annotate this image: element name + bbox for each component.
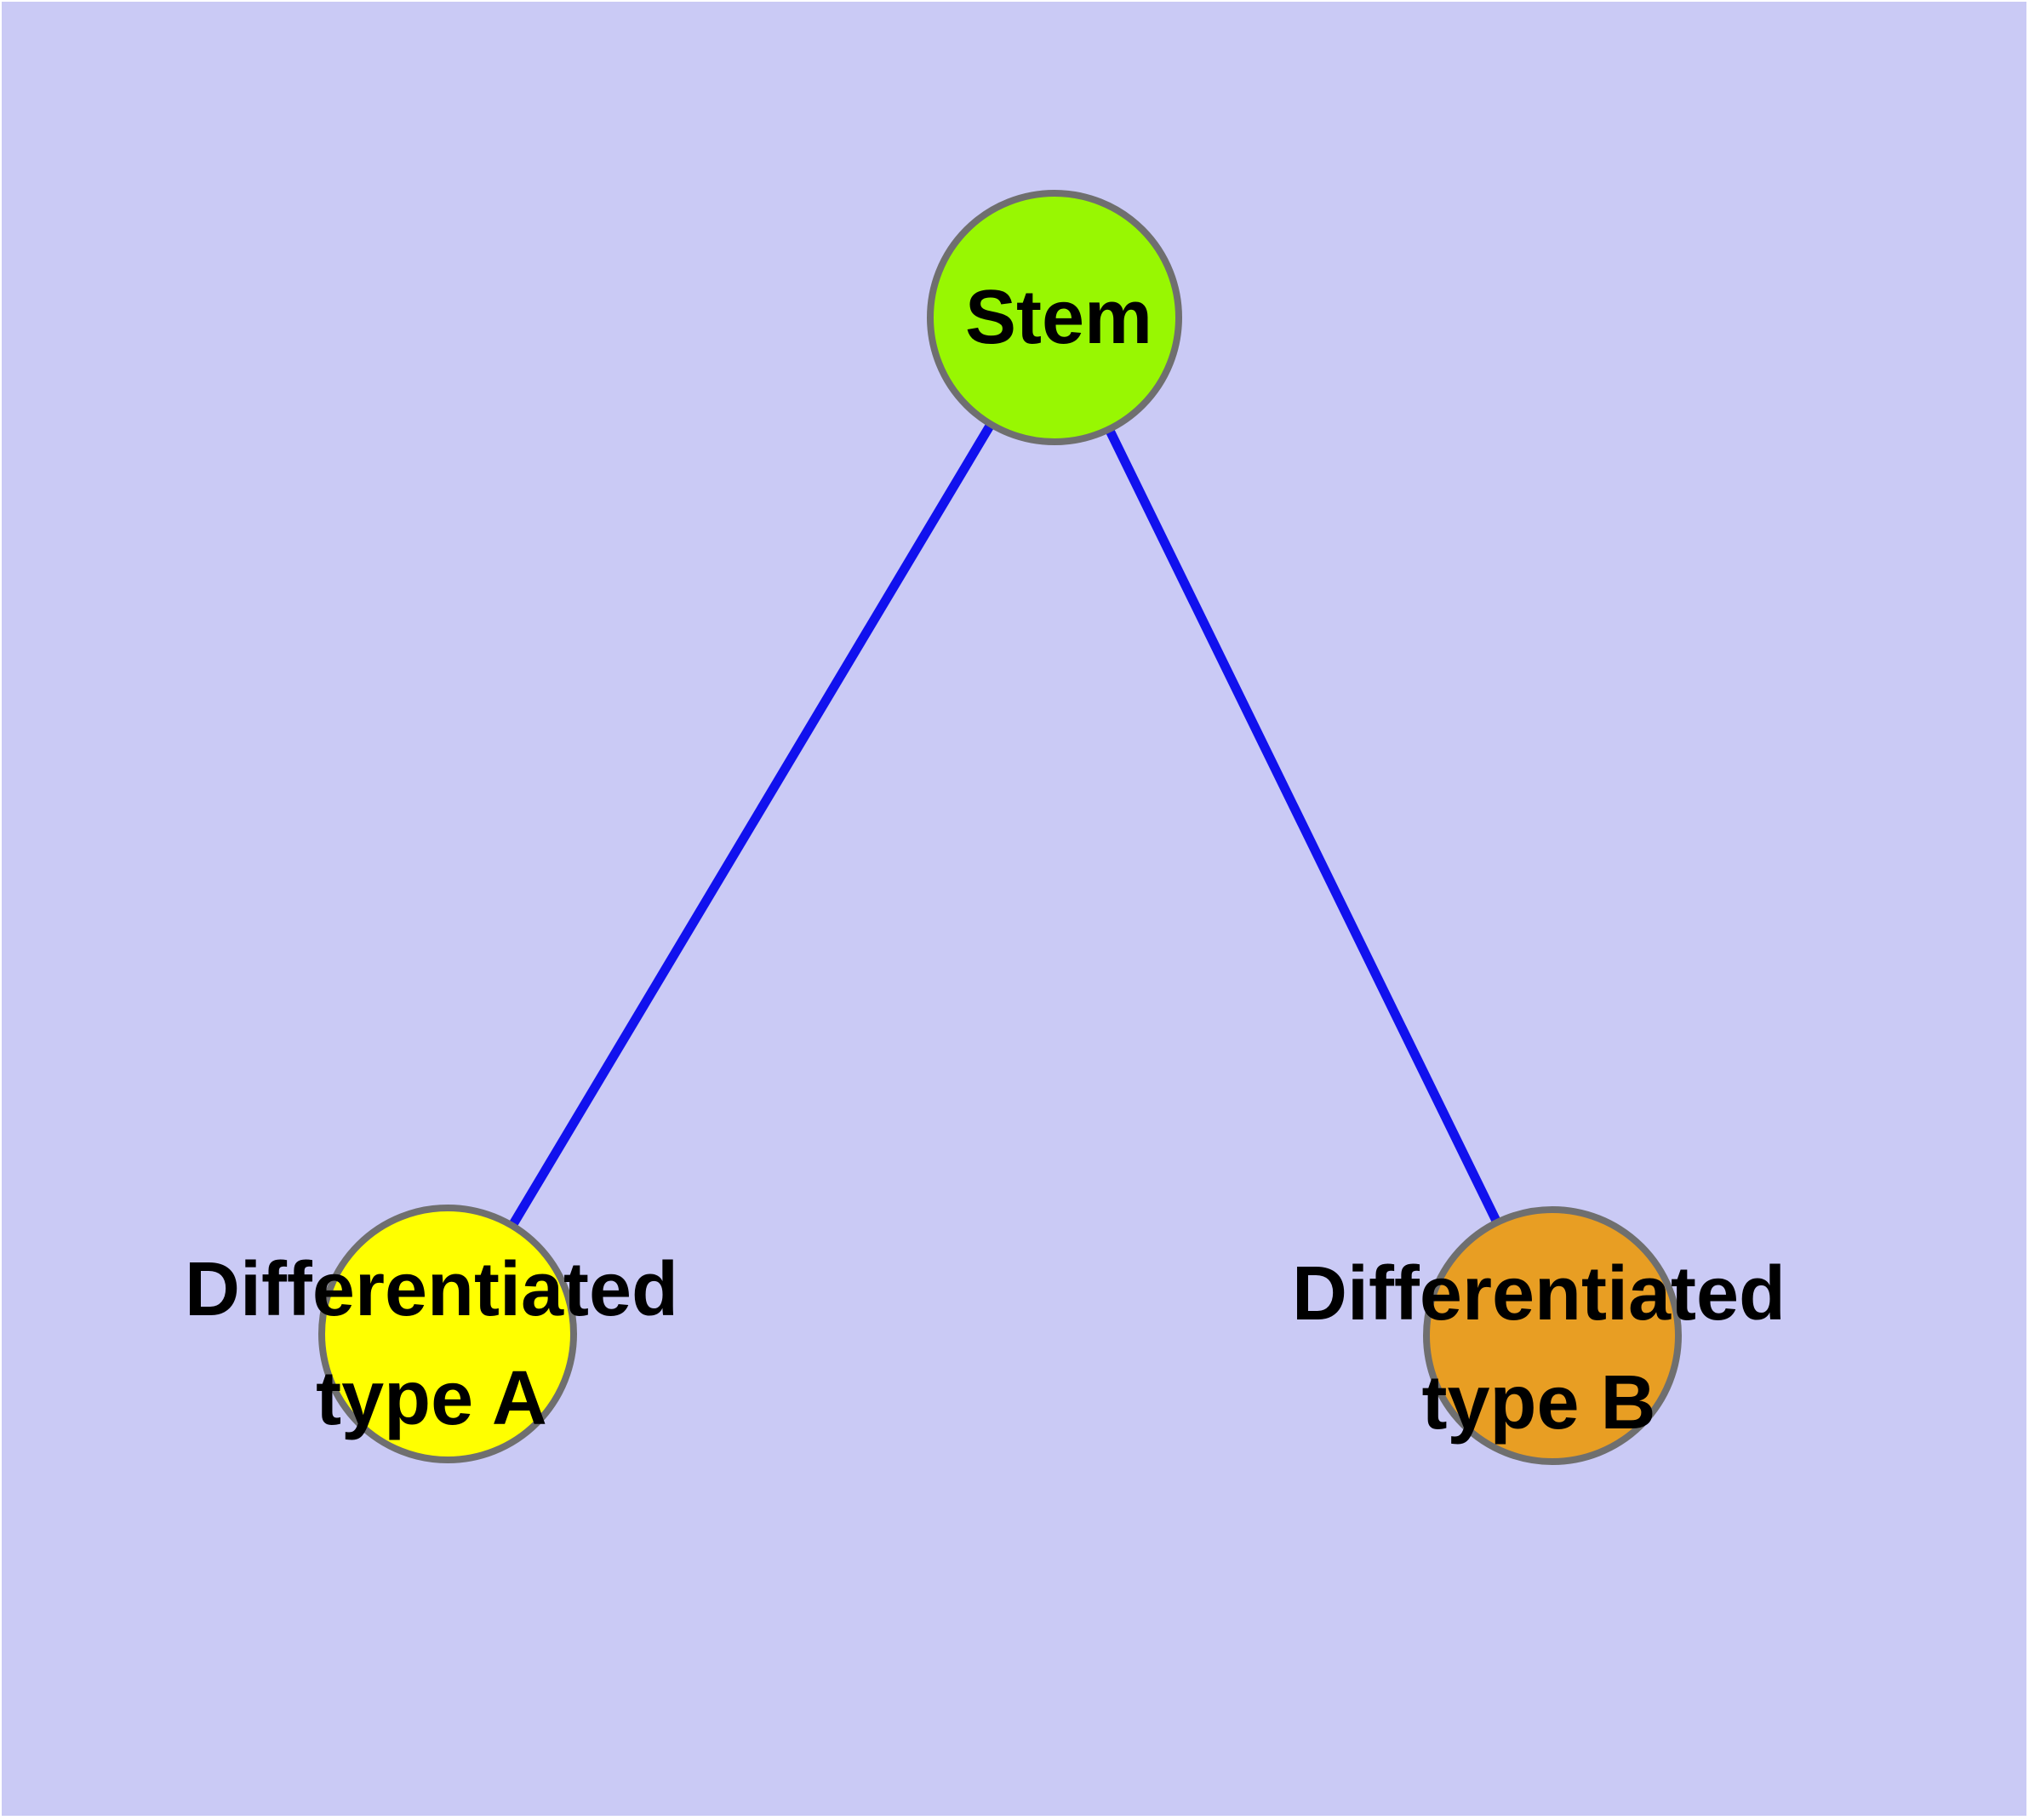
- node-stem-circle: [927, 190, 1182, 445]
- edge-stem-to-type-b: [1050, 315, 1557, 1338]
- edge-stem-to-type-a: [443, 315, 1059, 1336]
- node-type-a-circle: [318, 1205, 577, 1463]
- node-type-b-circle: [1423, 1206, 1682, 1465]
